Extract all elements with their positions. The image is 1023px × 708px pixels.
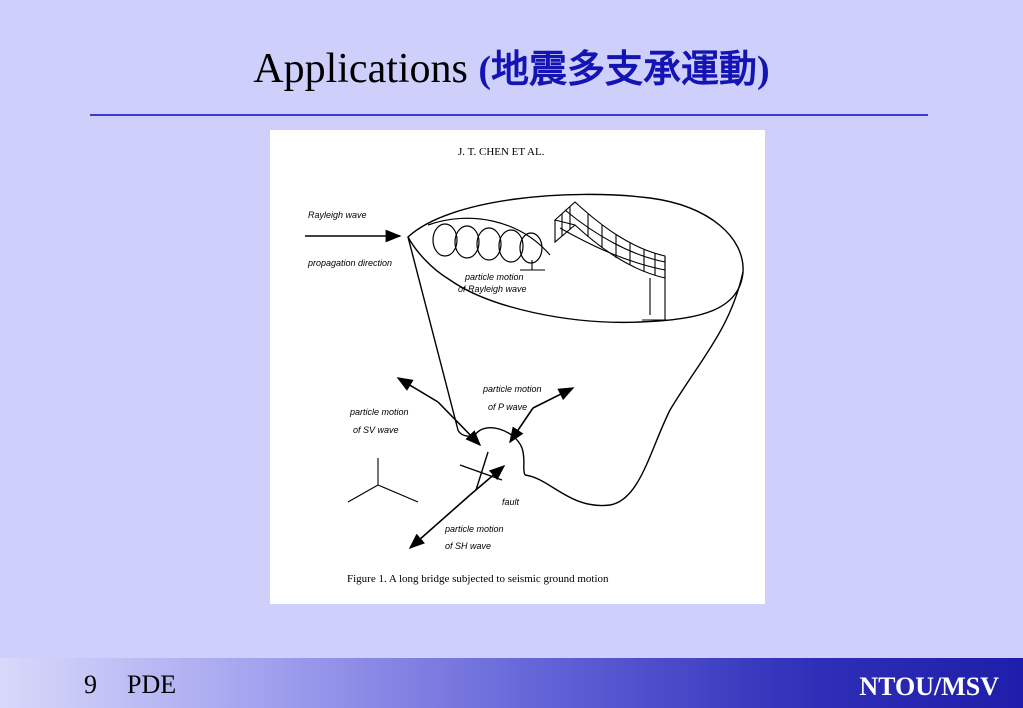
label-sv-motion-1: particle motion: [349, 407, 409, 417]
label-sh-motion-2: of SH wave: [445, 541, 491, 551]
label-p-motion-2: of P wave: [488, 402, 527, 412]
label-rayleigh-motion-1: particle motion: [464, 272, 524, 282]
ground-volume: [407, 193, 744, 507]
fault-cavity: [457, 427, 526, 491]
slide-title: Applications (地震多支承運動): [0, 38, 1023, 93]
footer-bar: 9 PDE NTOU/MSV: [0, 658, 1023, 708]
title-cjk: (地震多支承運動): [478, 49, 770, 91]
figure-header: J. T. CHEN ET AL.: [458, 146, 545, 158]
title-latin: Applications: [253, 46, 468, 92]
label-sh-motion-1: particle motion: [444, 524, 504, 534]
page-number: 9: [84, 670, 97, 699]
label-fault: fault: [502, 497, 520, 507]
figure-drawing: J. T. CHEN ET AL.: [305, 146, 744, 585]
label-sv-motion-2: of SV wave: [353, 425, 399, 435]
long-bridge: [520, 201, 672, 321]
label-rayleigh-wave: Rayleigh wave: [308, 210, 367, 220]
label-propagation-direction: propagation direction: [307, 258, 392, 268]
footer-organization: NTOU/MSV: [859, 672, 999, 701]
rayleigh-particle-loops: [427, 217, 551, 264]
label-rayleigh-motion-2: of Rayleigh wave: [458, 284, 527, 294]
axes-symbol: [347, 458, 419, 503]
title-divider: [90, 114, 928, 116]
wave-arrows: [396, 377, 575, 550]
footer-course: PDE: [127, 670, 177, 699]
label-p-motion-1: particle motion: [482, 384, 542, 394]
figure-image: J. T. CHEN ET AL.: [270, 130, 765, 604]
figure-caption: Figure 1. A long bridge subjected to sei…: [347, 573, 609, 585]
